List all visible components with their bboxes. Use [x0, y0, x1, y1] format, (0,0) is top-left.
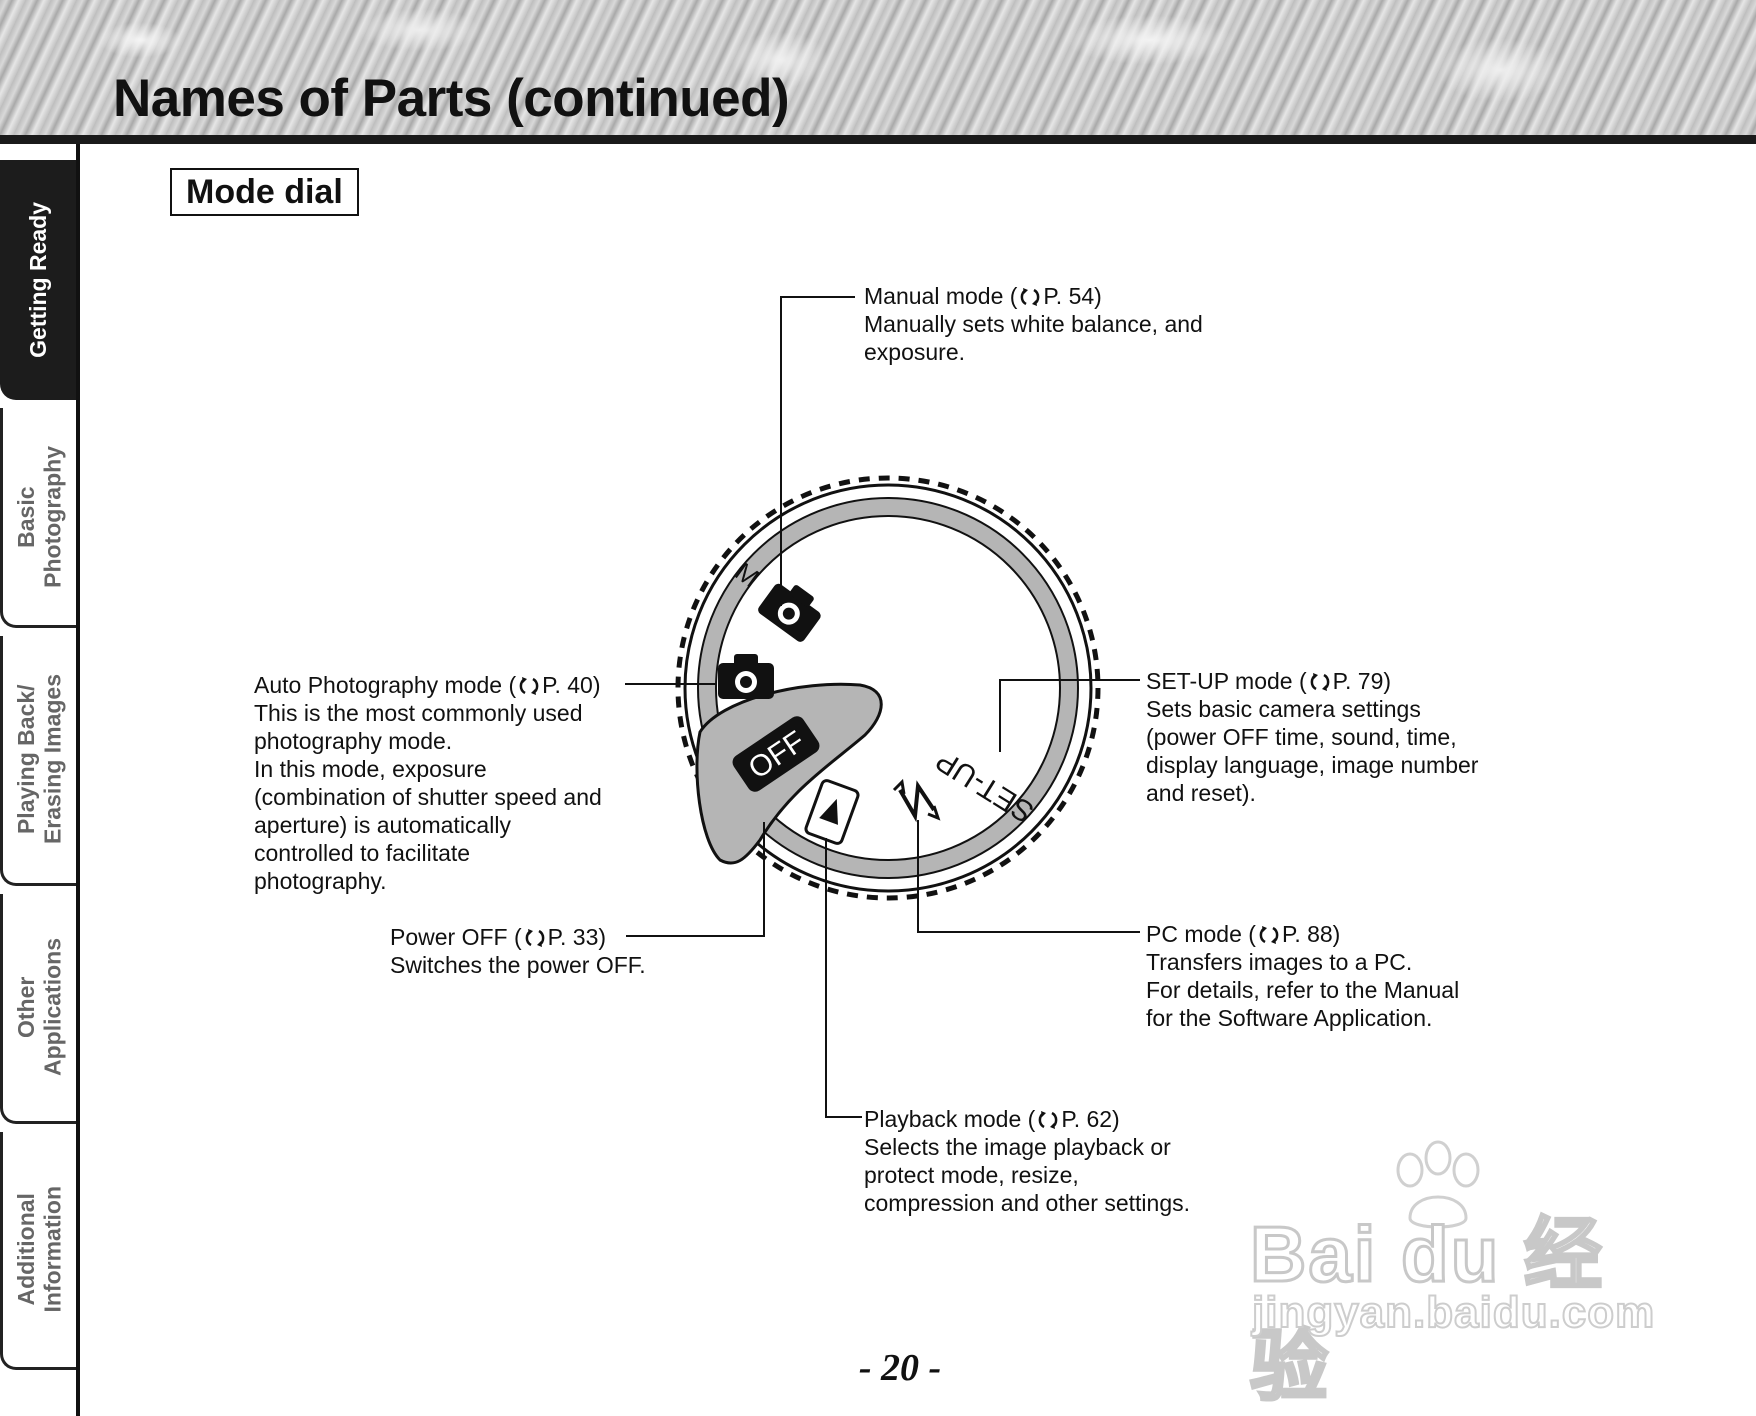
callout-line: and reset). [1146, 780, 1256, 806]
callout-line: Switches the power OFF. [390, 952, 646, 978]
callout-line: In this mode, exposure [254, 756, 487, 782]
tab-rail [76, 144, 80, 1416]
callout-line: compression and other settings. [864, 1190, 1191, 1216]
callout-line: protect mode, resize, [864, 1162, 1079, 1188]
tab-playing-back[interactable]: Playing Back/ Erasing Images [0, 636, 76, 886]
callout-title: Manual mode (P. 54) [864, 283, 1102, 309]
leader-manual [780, 296, 855, 606]
callout-line: for the Software Application. [1146, 1005, 1433, 1031]
callout-line: controlled to facilitate [254, 840, 471, 866]
page-reference-icon [1310, 673, 1330, 691]
page-title: Names of Parts (continued) [113, 69, 790, 128]
callout-title: Playback mode (P. 62) [864, 1106, 1120, 1132]
off-label-bg [732, 716, 820, 792]
header-banner [0, 0, 1756, 135]
leader-playback [825, 838, 862, 1118]
tab-getting-ready[interactable]: Getting Ready [0, 160, 76, 400]
callout-line: photography. [254, 868, 387, 894]
callout-line: Selects the image playback or [864, 1134, 1171, 1160]
callout-line: Manually sets white balance, and [864, 311, 1203, 337]
callout-setup: SET-UP mode (P. 79) Sets basic camera se… [1146, 667, 1478, 807]
tab-basic-photography[interactable]: Basic Photography [0, 408, 76, 628]
page-reference-icon [1259, 926, 1279, 944]
callout-title: PC mode (P. 88) [1146, 921, 1341, 947]
page-reference-icon [1038, 1111, 1058, 1129]
callout-pc: PC mode (P. 88) Transfers images to a PC… [1146, 920, 1459, 1032]
watermark-main-text: Bai du 经验 [1249, 1209, 1605, 1412]
callout-line: photography mode. [254, 728, 453, 754]
page-reference-icon [519, 677, 539, 695]
watermark-url: jingyan.baidu.com [1251, 1287, 1656, 1338]
playback-triangle-icon [804, 779, 860, 845]
callout-auto: Auto Photography mode (P. 40) This is th… [254, 671, 602, 895]
page-reference-icon [525, 929, 544, 947]
callout-title: Power OFF (P. 33) [390, 924, 607, 950]
leader-setup [999, 679, 1140, 752]
callout-line: (combination of shutter speed and [254, 784, 602, 810]
callout-line: exposure. [864, 339, 966, 365]
header-rule [0, 135, 1756, 144]
pc-lightning-icon [892, 778, 941, 823]
callout-line: Sets basic camera settings [1146, 696, 1421, 722]
callout-power-off: Power OFF (P. 33) Switches the power OFF… [390, 923, 646, 979]
callout-line: Transfers images to a PC. [1146, 949, 1413, 975]
callout-title: SET-UP mode (P. 79) [1146, 668, 1392, 694]
callout-playback: Playback mode (P. 62) Selects the image … [864, 1105, 1190, 1217]
callout-manual: Manual mode (P. 54) Manually sets white … [864, 282, 1203, 366]
tab-other-applications[interactable]: Other Applications [0, 894, 76, 1124]
callout-line: display language, image number [1146, 752, 1479, 778]
callout-line: aperture) is automatically [254, 812, 511, 838]
leader-pc [917, 820, 1140, 933]
callout-line: (power OFF time, sound, time, [1146, 724, 1457, 750]
callout-line: For details, refer to the Manual [1146, 977, 1460, 1003]
tab-additional-information[interactable]: Additional Information [0, 1132, 76, 1370]
callout-line: This is the most commonly used [254, 700, 583, 726]
callout-title: Auto Photography mode (P. 40) [254, 672, 601, 698]
paw-logo-icon [1396, 1140, 1480, 1229]
baidu-watermark: Bai du 经验 jingyan.baidu.com [1240, 1140, 1660, 1412]
section-heading: Mode dial [170, 168, 359, 216]
page-reference-icon [1021, 288, 1040, 306]
off-pointer [695, 682, 883, 865]
leader-power-off [626, 822, 765, 937]
page-number: - 20 - [858, 1347, 942, 1389]
